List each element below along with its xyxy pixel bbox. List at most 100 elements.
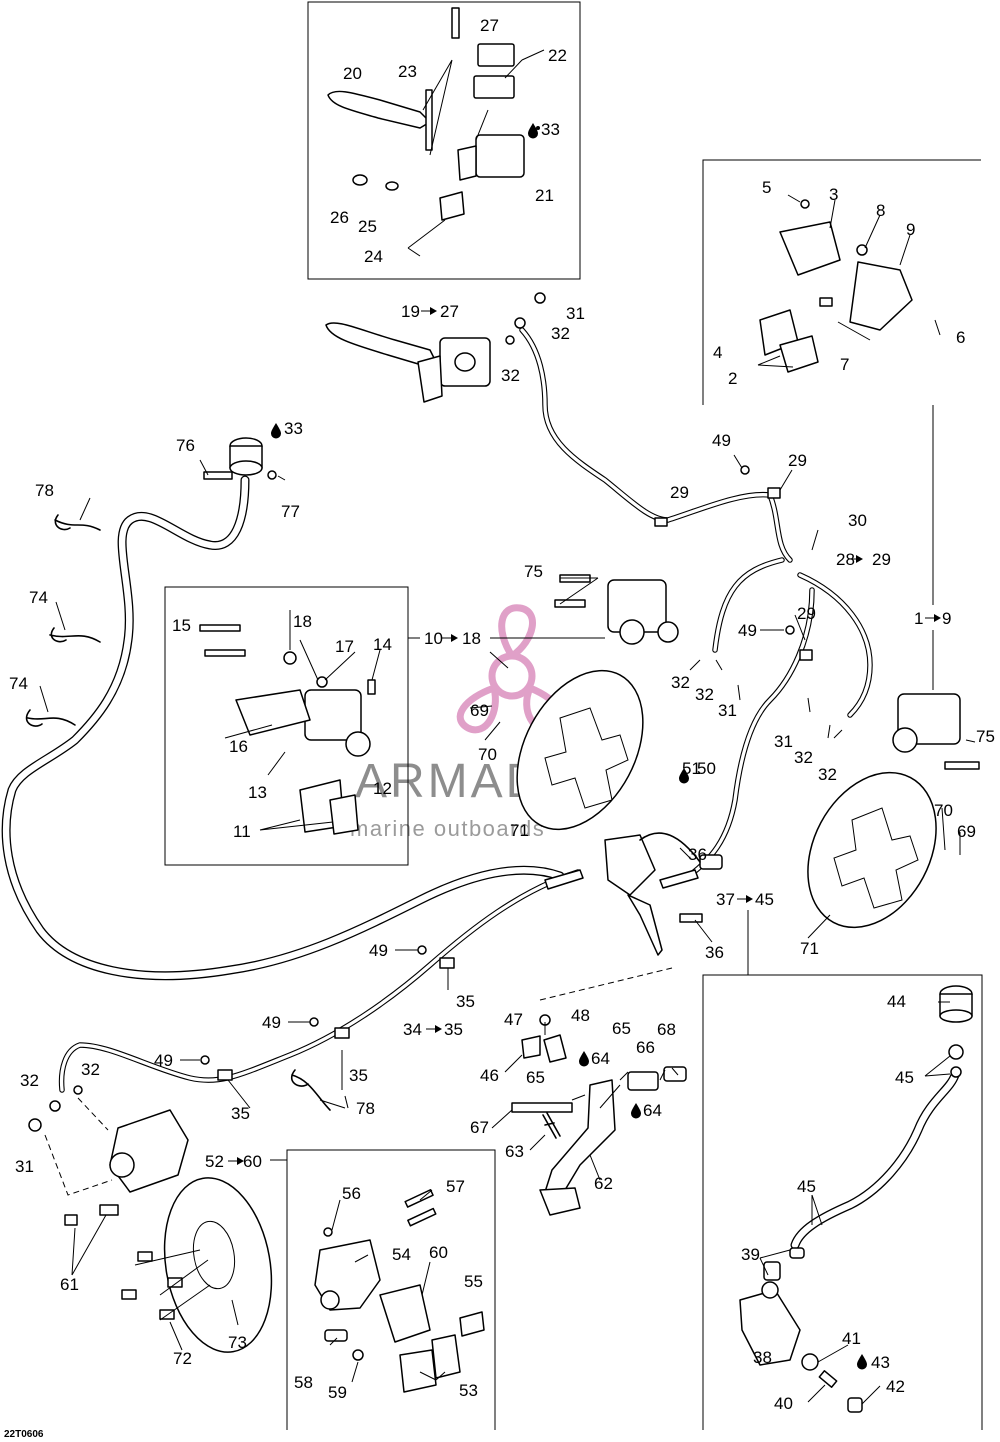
callout-74-upper: 74 — [29, 588, 48, 607]
rear-master-inset-parts — [739, 985, 973, 1413]
callout-31-right: 31 — [774, 732, 793, 751]
inset-rear-caliper-frame — [286, 1149, 496, 1430]
callout-56: 56 — [342, 1184, 361, 1203]
callout-38: 38 — [753, 1348, 772, 1367]
callout-69-right: 69 — [957, 822, 976, 841]
callout-36-upper: 36 — [688, 845, 707, 864]
callout-35-b: 35 — [349, 1066, 368, 1085]
callout-65-b: 65 — [526, 1068, 545, 1087]
range-52-60-to: 60 — [243, 1152, 262, 1171]
callout-24: 24 — [364, 247, 383, 266]
inset-front-caliper-frame — [702, 159, 981, 405]
callout-35-c: 35 — [231, 1104, 250, 1123]
rear-caliper-inset-parts — [314, 1189, 485, 1393]
callout-71-left: 71 — [510, 821, 529, 840]
callout-58: 58 — [294, 1373, 313, 1392]
callout-53: 53 — [459, 1381, 478, 1400]
callout-65-a: 65 — [612, 1019, 631, 1038]
callout-66: 66 — [636, 1038, 655, 1057]
callout-labels: 20 23 27 22 33 21 26 25 24 19 27 31 32 3… — [4, 16, 995, 1440]
callout-32-e: 32 — [794, 748, 813, 767]
callout-64-a: 64 — [591, 1049, 610, 1068]
callout-22: 22 — [548, 46, 567, 65]
front-right-caliper — [892, 693, 980, 770]
callout-48: 48 — [571, 1006, 590, 1025]
rear-caliper — [28, 1085, 273, 1353]
master-cylinder-assembly — [325, 292, 546, 403]
master-cylinder-inset-parts — [327, 7, 545, 257]
callout-73: 73 — [228, 1333, 247, 1352]
callout-27: 27 — [480, 16, 499, 35]
leader-lines — [39, 194, 976, 1405]
callout-45-a: 45 — [895, 1068, 914, 1087]
front-right-inset-parts — [757, 199, 913, 373]
callout-14: 14 — [373, 635, 392, 654]
callout-71-right: 71 — [800, 939, 819, 958]
callout-49-c: 49 — [369, 941, 388, 960]
fluid-drop-icon — [579, 1051, 589, 1067]
range-1-9-to: 9 — [942, 609, 951, 628]
range-34-35: 34 35 — [403, 1020, 463, 1039]
callout-67: 67 — [470, 1118, 489, 1137]
callout-76: 76 — [176, 436, 195, 455]
callout-31-rear: 31 — [15, 1157, 34, 1176]
callout-11: 11 — [233, 822, 251, 841]
callout-5: 5 — [762, 178, 771, 197]
callout-29-b: 29 — [670, 483, 689, 502]
callout-41: 41 — [842, 1329, 861, 1348]
range-34-35-to: 35 — [444, 1020, 463, 1039]
range-37-45-from: 37 — [716, 890, 735, 909]
inset-left-caliper-frame — [164, 586, 409, 866]
fluid-drop-icon — [528, 123, 538, 139]
reservoir-front — [203, 437, 277, 480]
callout-78-top: 78 — [35, 481, 54, 500]
callout-32-h: 32 — [81, 1060, 100, 1079]
callout-29-c: 29 — [797, 604, 816, 623]
callout-12: 12 — [373, 779, 392, 798]
callout-61: 61 — [60, 1275, 79, 1294]
callout-63: 63 — [505, 1142, 524, 1161]
callout-21: 21 — [535, 186, 554, 205]
callout-64-b: 64 — [643, 1101, 662, 1120]
callout-31-top: 31 — [566, 304, 585, 323]
callout-70-left: 70 — [478, 745, 497, 764]
callout-68: 68 — [657, 1020, 676, 1039]
inset-rear-master-frame — [702, 974, 983, 1430]
callout-45-b: 45 — [797, 1177, 816, 1196]
callout-78-bottom: 78 — [356, 1099, 375, 1118]
fluid-drop-icon — [271, 423, 281, 439]
callout-57: 57 — [446, 1177, 465, 1196]
range-52-60: 52 60 — [205, 1152, 262, 1171]
callout-51: 51 — [682, 759, 701, 778]
callout-40: 40 — [774, 1394, 793, 1413]
range-37-45-to: 45 — [755, 890, 774, 909]
range-19-27: 19 27 — [401, 302, 459, 321]
callout-2: 2 — [728, 369, 737, 388]
callout-75-left: 75 — [524, 562, 543, 581]
callout-36-lower: 36 — [705, 943, 724, 962]
callout-44: 44 — [887, 992, 906, 1011]
range-19-27-to: 27 — [440, 302, 459, 321]
callout-25: 25 — [358, 217, 377, 236]
callout-8: 8 — [876, 201, 885, 220]
range-1-9-from: 1 — [914, 609, 923, 628]
callout-31-c: 31 — [718, 701, 737, 720]
range-28-29: 28 29 — [836, 550, 891, 569]
callout-43: 43 — [871, 1353, 890, 1372]
callout-42: 42 — [886, 1377, 905, 1396]
callout-74-lower: 74 — [9, 674, 28, 693]
callout-72: 72 — [173, 1349, 192, 1368]
callout-32-lower: 32 — [501, 366, 520, 385]
callout-13: 13 — [248, 783, 267, 802]
callout-32-d: 32 — [695, 685, 714, 704]
callout-26: 26 — [330, 208, 349, 227]
brake-pedal-assembly — [511, 967, 687, 1216]
callout-16: 16 — [229, 737, 248, 756]
drawing-code: 22T0606 — [4, 1429, 44, 1440]
fluid-drop-icon — [631, 1103, 641, 1119]
callout-15: 15 — [172, 616, 191, 635]
callout-46: 46 — [480, 1066, 499, 1085]
callout-50: 50 — [697, 759, 716, 778]
callout-32-g: 32 — [20, 1071, 39, 1090]
